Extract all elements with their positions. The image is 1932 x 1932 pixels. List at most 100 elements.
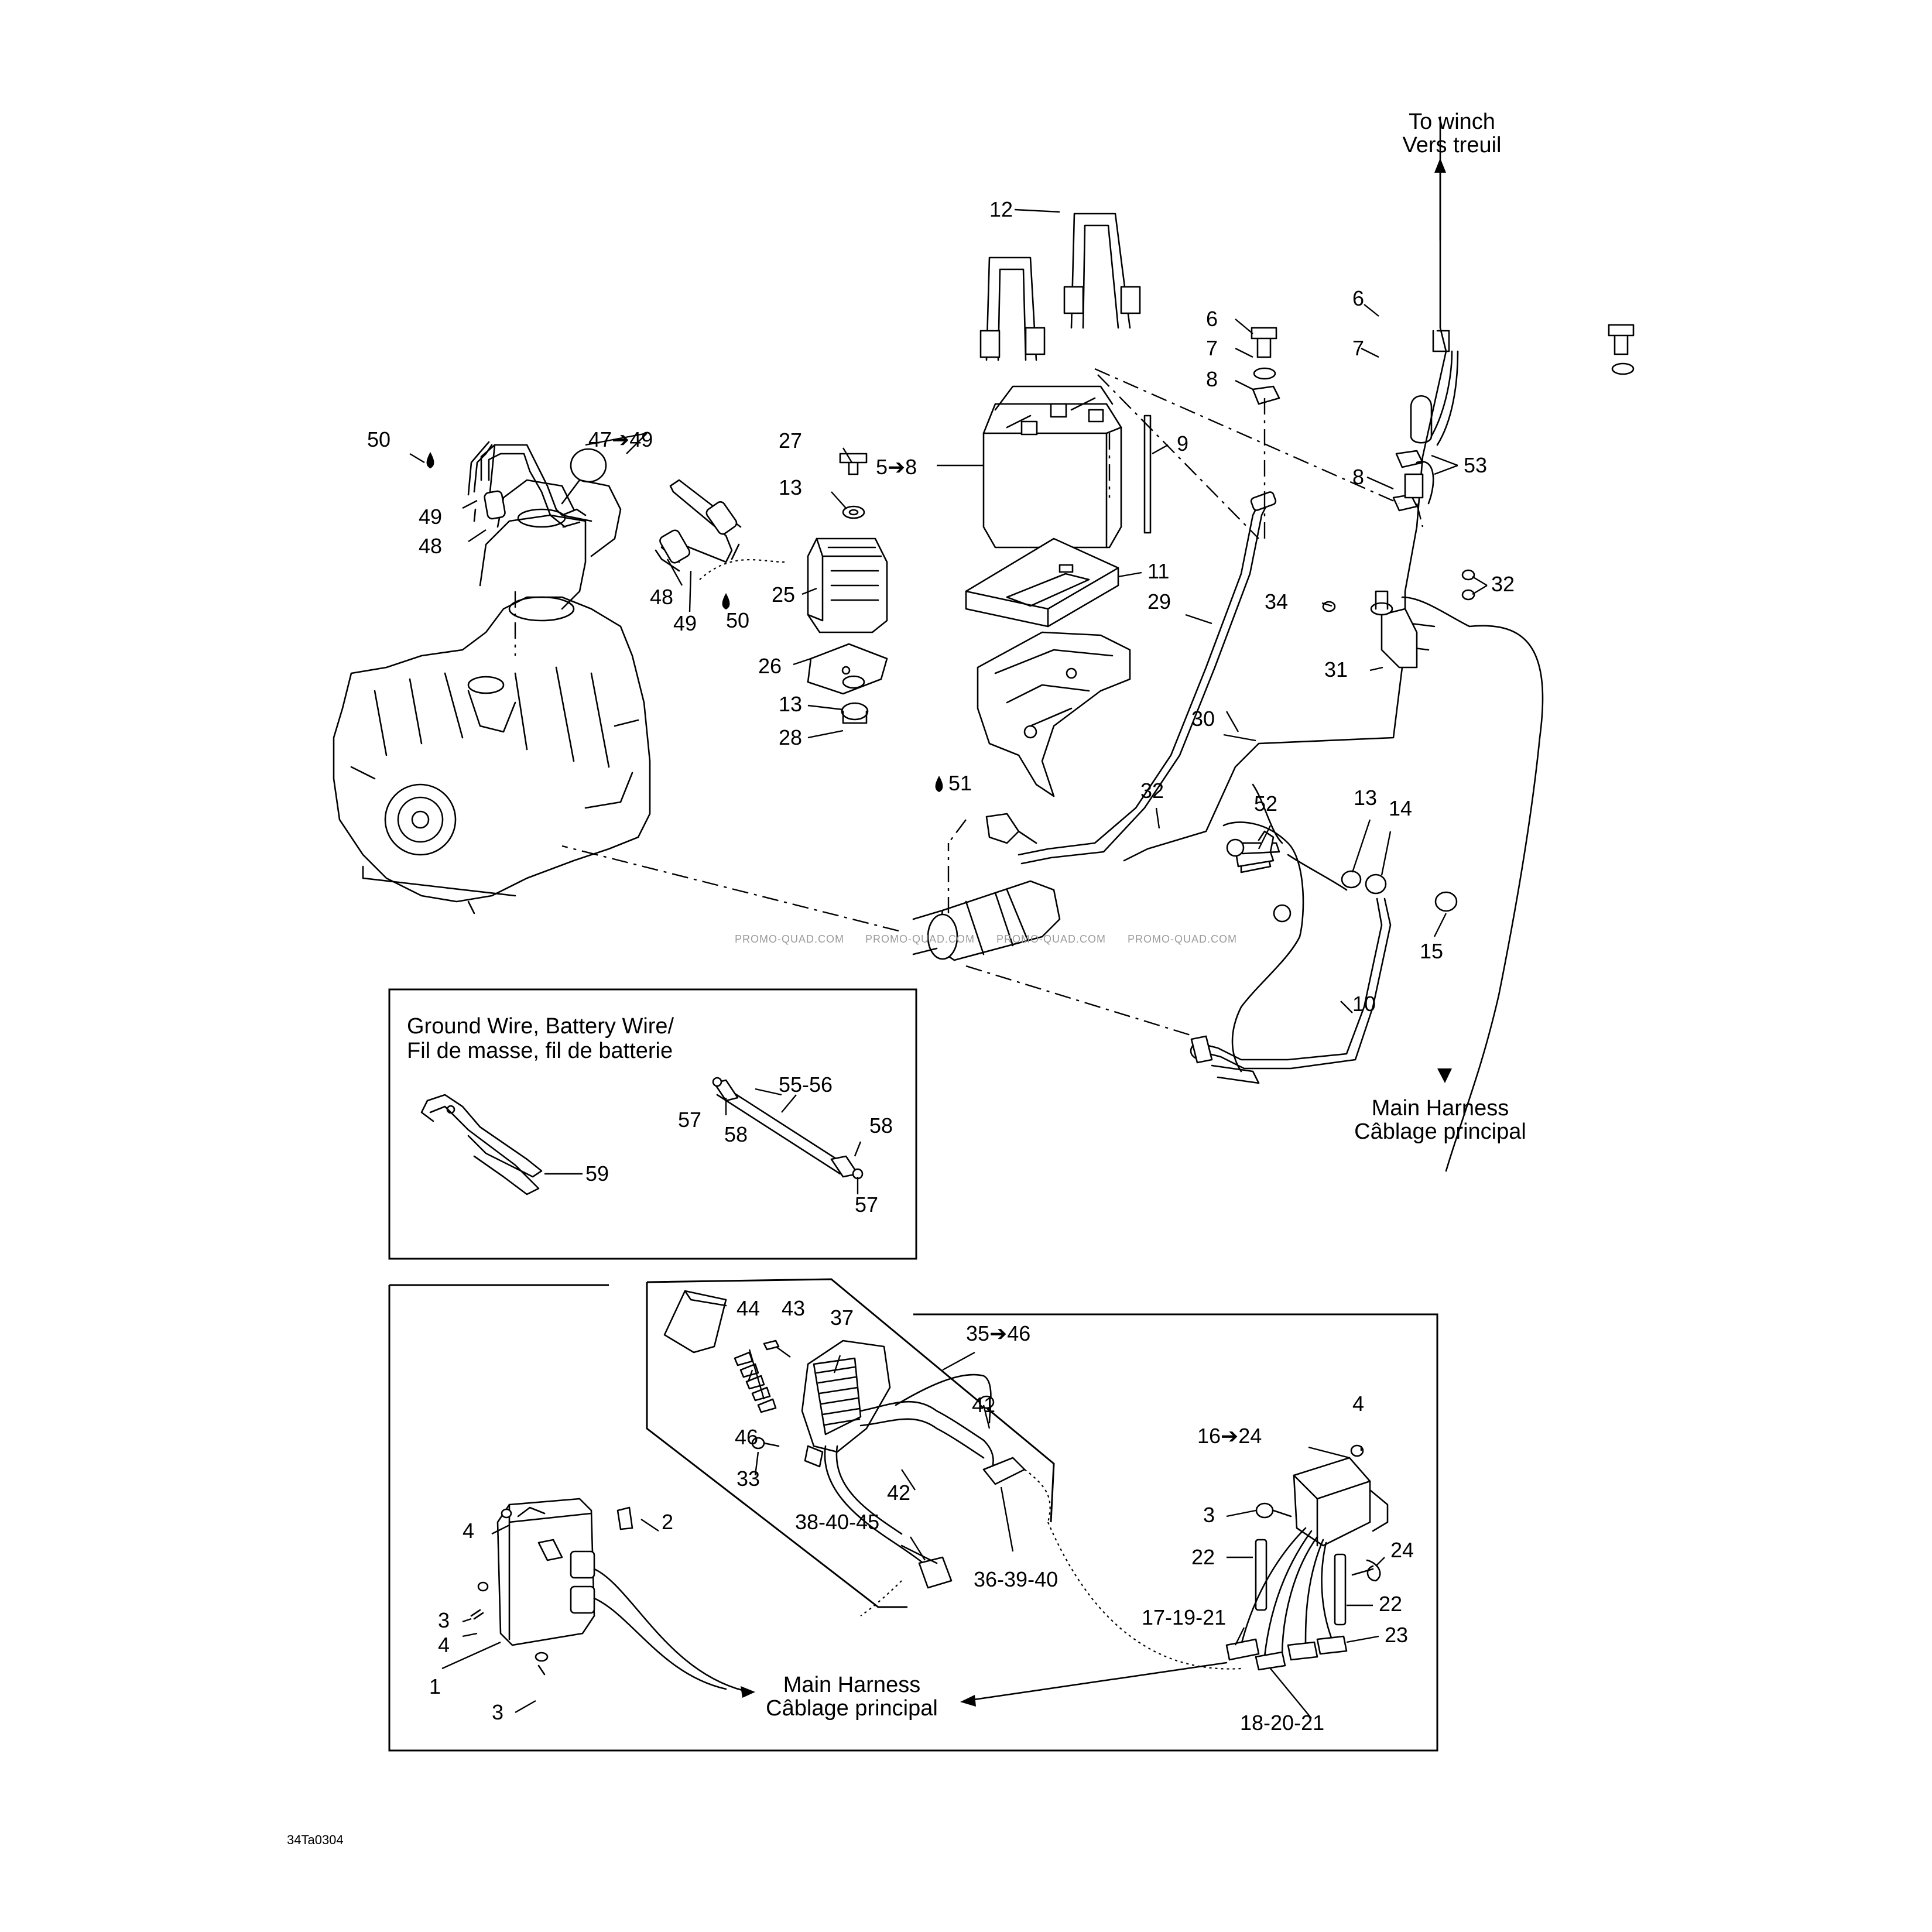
callout-10: 10 xyxy=(1352,992,1376,1016)
voltage-regulator-drawing xyxy=(960,1444,1389,1707)
starter-motor-drawing xyxy=(912,813,1061,961)
callout-14: 14 xyxy=(1389,796,1412,820)
callout-53: 53 xyxy=(1464,453,1487,477)
cables-drawing xyxy=(1018,116,1544,1172)
callout-55-56: 55-56 xyxy=(779,1073,833,1097)
callout-37: 37 xyxy=(830,1306,854,1330)
watermark-2: PROMO-QUAD.COM xyxy=(865,933,975,945)
arrow-to-winch xyxy=(1434,158,1446,241)
main-harness-label-upper: Main Harness xyxy=(1372,1096,1509,1121)
connector-kit-drawing xyxy=(663,1290,1051,1616)
ground-wire-title-fr: Fil de masse, fil de batterie xyxy=(407,1039,673,1063)
callout-32a: 32 xyxy=(1491,572,1515,596)
callout-49b: 49 xyxy=(673,611,697,635)
alignment-lines xyxy=(514,368,1424,1037)
callout-4b: 4 xyxy=(438,1633,450,1657)
callout-13c: 13 xyxy=(1354,786,1377,810)
callout-12: 12 xyxy=(989,197,1013,221)
engine-drawing xyxy=(333,448,651,914)
callout-7: 7 xyxy=(1206,336,1218,360)
callout-30: 30 xyxy=(1191,707,1215,731)
vers-treuil-label: Vers treuil xyxy=(1403,133,1502,157)
battery-drawing xyxy=(982,385,1122,549)
callout-25: 25 xyxy=(772,583,795,607)
callout-6: 6 xyxy=(1206,307,1218,331)
fuel-pump-drawing xyxy=(807,453,888,724)
callout-labels: 12 5➔8 6 7 8 9 6 7 8 53 11 29 34 32 31 3… xyxy=(367,197,1515,1016)
callout-15: 15 xyxy=(1420,939,1443,963)
main-harness-label-lower: Main Harness xyxy=(783,1673,920,1697)
watermark-1: PROMO-QUAD.COM xyxy=(735,933,844,945)
battery-hardware-drawing xyxy=(1143,324,1635,534)
frame-bracket-drawing xyxy=(1190,783,1458,1084)
callout-58a: 58 xyxy=(724,1122,748,1146)
battery-support-drawing xyxy=(977,631,1131,797)
callout-26: 26 xyxy=(758,654,782,678)
reference-notes: To winch Vers treuil Main Harness Câblag… xyxy=(766,109,1526,1721)
lower-box-labels: 2 4 3 4 1 3 44 43 37 35➔46 46 33 41 42 3… xyxy=(429,1296,1414,1735)
ecm-module-drawing xyxy=(470,1498,755,1698)
leader-lines xyxy=(409,208,1488,1719)
callout-17-19-21: 17-19-21 xyxy=(1142,1605,1226,1629)
callout-59: 59 xyxy=(585,1162,609,1186)
callout-29: 29 xyxy=(1147,590,1171,614)
callout-51: 51 xyxy=(948,771,972,795)
callout-8b: 8 xyxy=(1352,465,1364,489)
callout-3a: 3 xyxy=(438,1608,450,1632)
callout-41: 41 xyxy=(972,1393,995,1417)
callout-33: 33 xyxy=(737,1467,760,1491)
ground-wire-box xyxy=(388,988,917,1260)
callout-50a: 50 xyxy=(367,427,390,451)
cablage-principal-label-upper: Câblage principal xyxy=(1354,1119,1526,1144)
battery-cable-drawing xyxy=(712,1077,864,1180)
callout-3b: 3 xyxy=(492,1700,503,1724)
callout-9: 9 xyxy=(1177,431,1188,455)
callout-36-39-40: 36-39-40 xyxy=(974,1567,1058,1591)
callout-46: 46 xyxy=(735,1425,758,1449)
callout-24: 24 xyxy=(1390,1538,1414,1562)
callout-47-49: 47➔49 xyxy=(588,427,653,451)
to-winch-label: To winch xyxy=(1409,109,1495,134)
watermarks: PROMO-QUAD.COM PROMO-QUAD.COM PROMO-QUAD… xyxy=(735,933,1237,945)
callout-27: 27 xyxy=(779,429,802,453)
ground-wire-title-en: Ground Wire, Battery Wire/ xyxy=(407,1014,674,1039)
callout-1: 1 xyxy=(429,1674,441,1698)
callout-13b: 13 xyxy=(779,692,802,716)
callout-57b: 57 xyxy=(855,1193,878,1217)
callout-5-8: 5➔8 xyxy=(876,455,917,479)
callout-58b: 58 xyxy=(869,1114,893,1138)
sealant-drop-icon xyxy=(426,452,943,792)
callout-22a: 22 xyxy=(1191,1545,1215,1569)
callout-42: 42 xyxy=(887,1481,910,1505)
callout-7b: 7 xyxy=(1352,336,1364,360)
watermark-4: PROMO-QUAD.COM xyxy=(1128,933,1237,945)
callout-22b: 22 xyxy=(1379,1592,1402,1616)
callout-11: 11 xyxy=(1147,559,1169,583)
callout-48b: 48 xyxy=(650,585,673,609)
callout-28: 28 xyxy=(779,725,802,749)
callout-35-46: 35➔46 xyxy=(966,1321,1030,1345)
crimp-tool-drawing xyxy=(420,1094,543,1195)
battery-tray-drawing xyxy=(965,537,1119,628)
battery-straps-drawing xyxy=(979,213,1141,361)
callout-16-24: 16➔24 xyxy=(1197,1424,1262,1448)
callout-43: 43 xyxy=(782,1296,805,1320)
callout-4c: 4 xyxy=(1352,1392,1364,1416)
callout-2: 2 xyxy=(662,1510,673,1534)
callout-48a: 48 xyxy=(419,534,442,558)
callout-34: 34 xyxy=(1265,590,1288,614)
callout-4a: 4 xyxy=(463,1519,474,1543)
callout-18-20-21: 18-20-21 xyxy=(1240,1711,1324,1735)
fuel-lines xyxy=(467,441,785,580)
watermark-3: PROMO-QUAD.COM xyxy=(996,933,1106,945)
arrow-to-main-harness-upper xyxy=(1437,1068,1452,1083)
drawing-code: 34Ta0304 xyxy=(287,1832,344,1847)
callout-57a: 57 xyxy=(678,1108,701,1132)
callout-32b: 32 xyxy=(1140,779,1164,803)
cablage-principal-label-lower: Câblage principal xyxy=(766,1696,938,1721)
callout-38-40-45: 38-40-45 xyxy=(795,1510,879,1534)
callout-49a: 49 xyxy=(419,505,442,529)
callout-8: 8 xyxy=(1206,367,1218,391)
